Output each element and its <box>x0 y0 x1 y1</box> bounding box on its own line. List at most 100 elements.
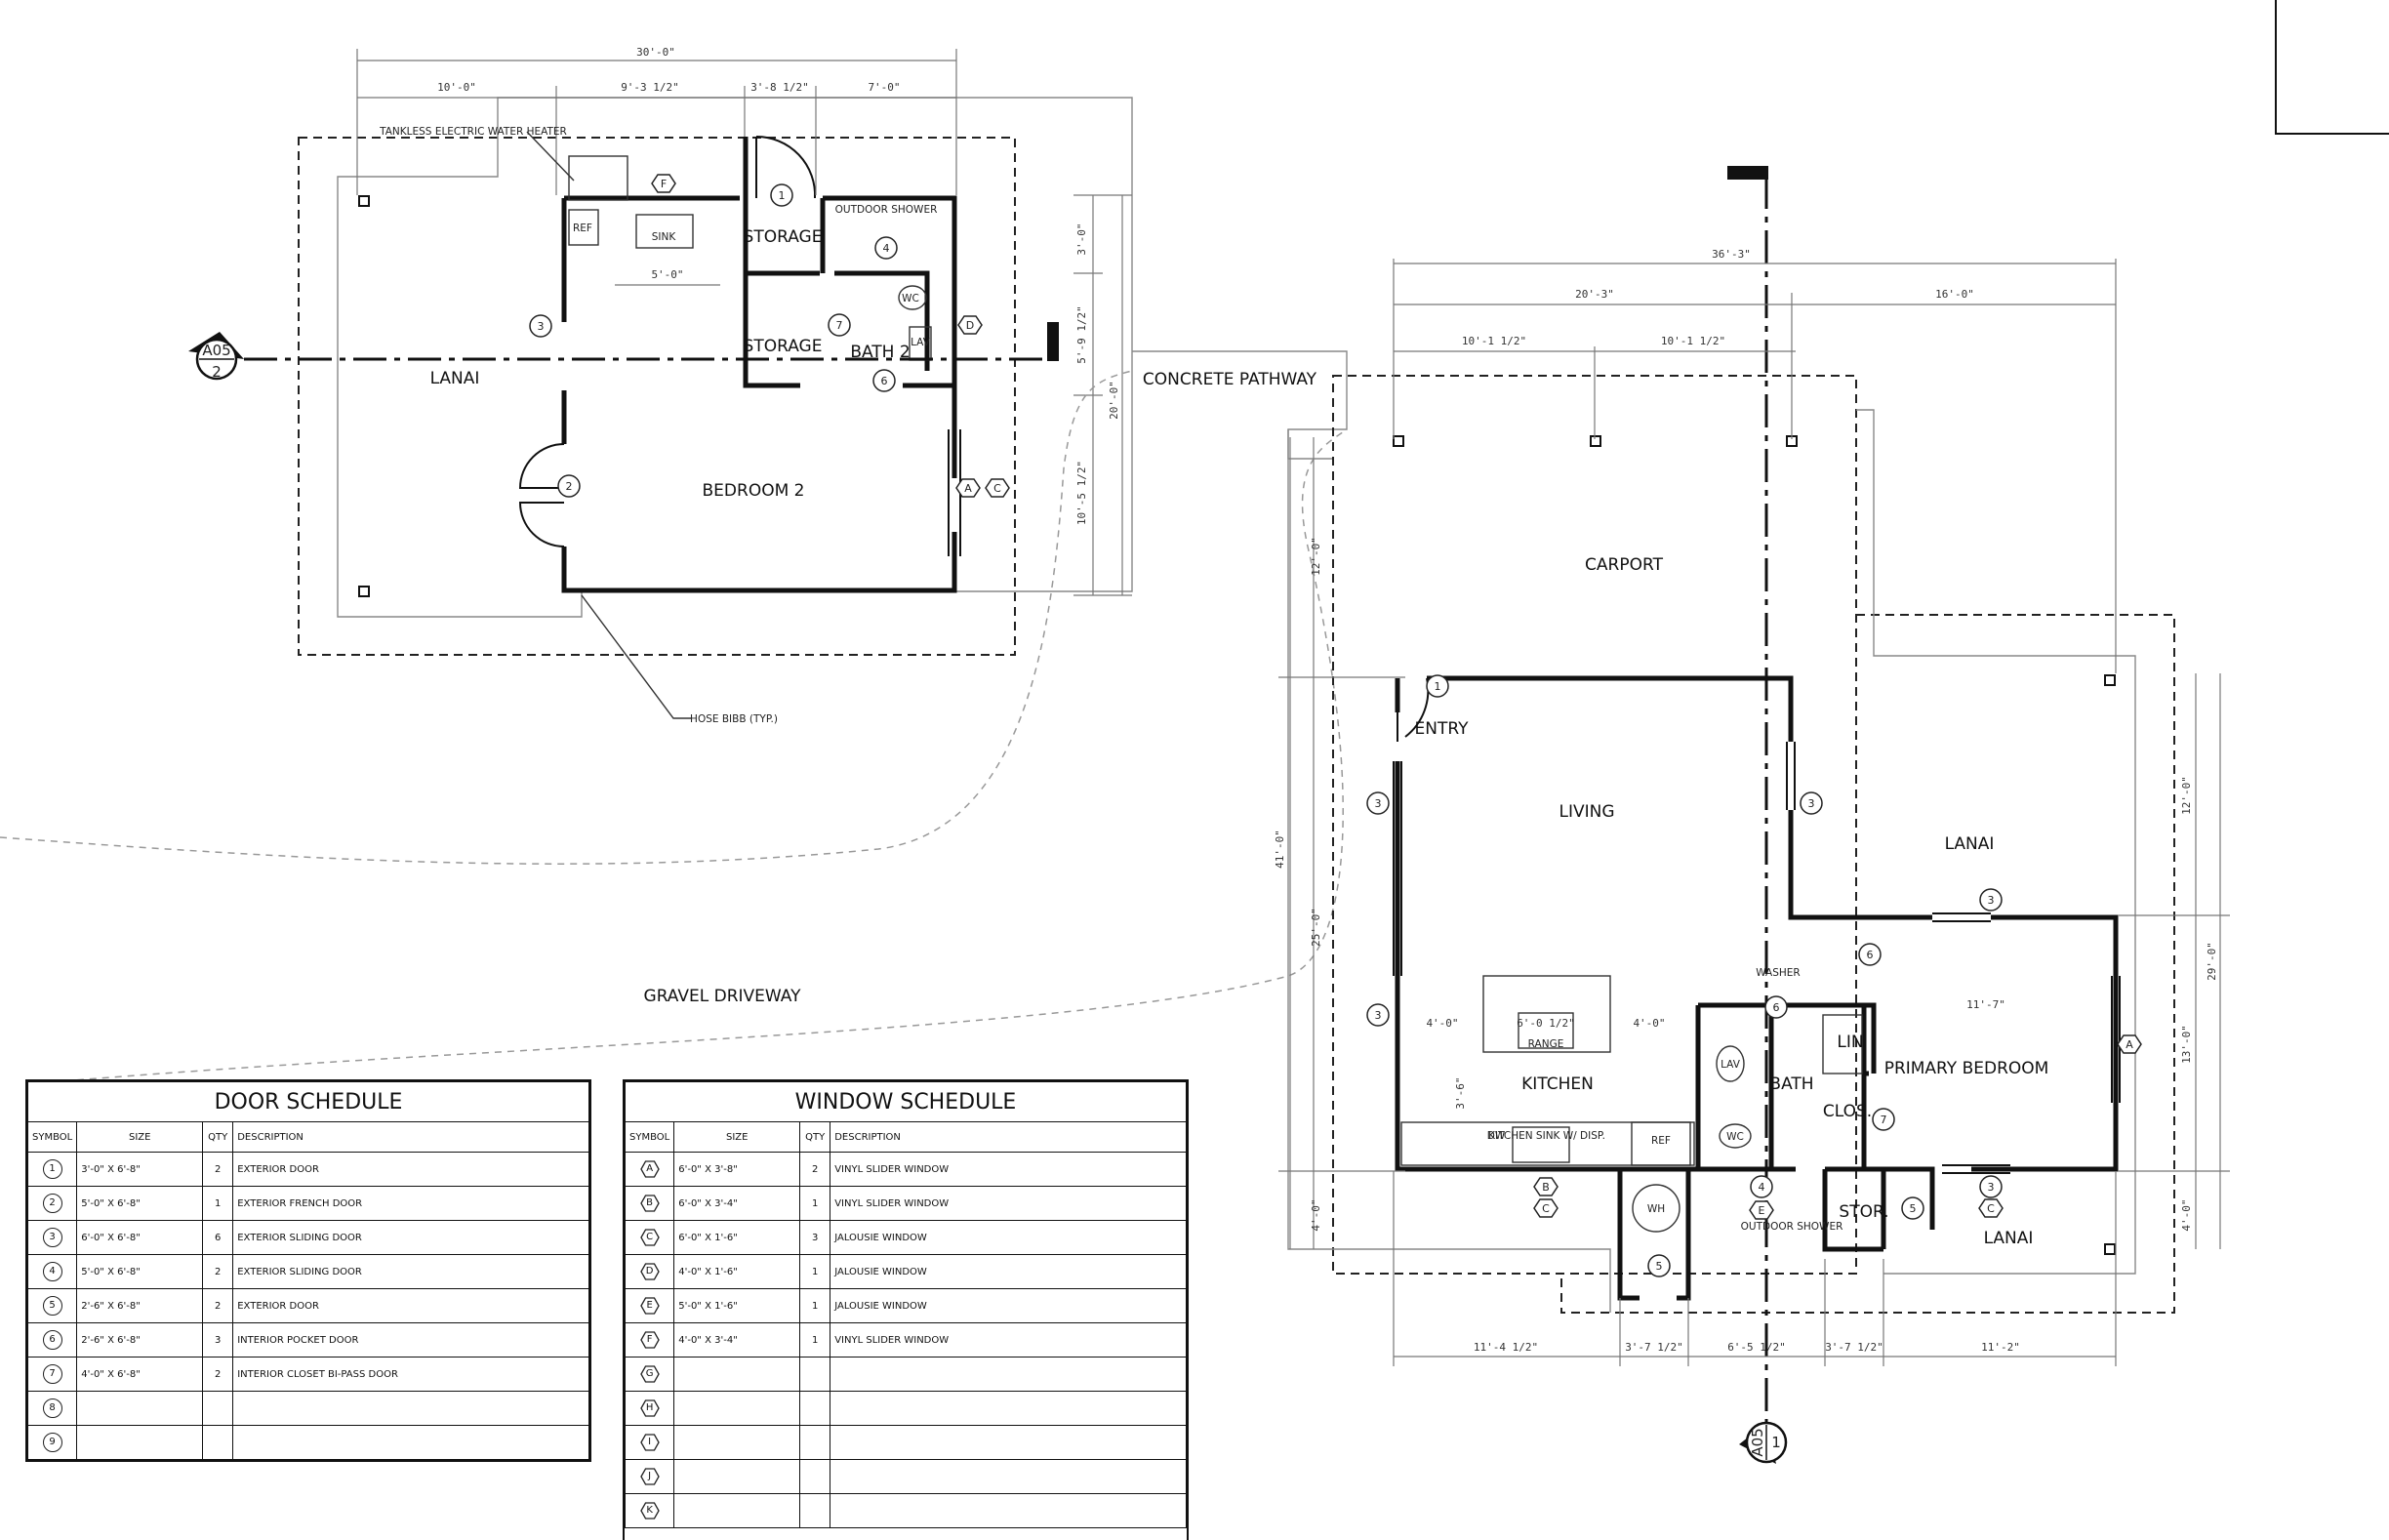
window-tag: A <box>955 478 981 498</box>
cell-symbol: A <box>624 1152 675 1187</box>
cell-description <box>232 1425 589 1460</box>
cell-description <box>830 1459 1187 1494</box>
cell-symbol: 1 <box>26 1152 78 1187</box>
fixture-label-hose-bibb: HOSE BIBB (TYP.) <box>690 713 778 725</box>
window-tag: A <box>2117 1034 2142 1054</box>
dim-text: 6'-0 1/2" <box>1517 1017 1575 1030</box>
cell-qty: 2 <box>202 1152 234 1187</box>
cell-size: 4'-0" X 3'-4" <box>673 1322 801 1358</box>
door-tag: 3 <box>1979 888 2003 912</box>
cell-symbol: F <box>624 1322 675 1358</box>
svg-text:3: 3 <box>1808 797 1815 810</box>
cell-description <box>232 1391 589 1426</box>
svg-text:A05: A05 <box>202 342 230 359</box>
dim-text: 13'-0" <box>2180 1025 2193 1064</box>
dim-text: 4'-0" <box>1633 1017 1665 1030</box>
window-schedule-title: WINDOW SCHEDULE <box>625 1081 1187 1122</box>
door-tag: 4 <box>1750 1175 1773 1198</box>
cell-description: VINYL SLIDER WINDOW <box>830 1152 1187 1187</box>
dim-text: 4'-0" <box>1426 1017 1458 1030</box>
door-symbol: 8 <box>42 1398 62 1418</box>
room-label-outdoor-shower: OUTDOOR SHOWER <box>1741 1221 1843 1233</box>
cell-qty <box>799 1391 831 1426</box>
table-row: 9 <box>26 1425 589 1460</box>
cell-qty: 6 <box>202 1220 234 1255</box>
window-schedule: WINDOW SCHEDULE SYMBOL SIZE QTY DESCRIPT… <box>623 1079 1189 1540</box>
cell-symbol: B <box>624 1186 675 1221</box>
window-symbol: B <box>639 1195 660 1212</box>
room-label-lin: LIN <box>1837 1033 1863 1052</box>
cell-qty: 2 <box>202 1288 234 1323</box>
door-tag: 1 <box>1426 674 1449 698</box>
svg-text:B: B <box>1542 1181 1550 1194</box>
table-row: I <box>624 1425 1187 1460</box>
room-label-stor: STOR. <box>1839 1202 1888 1222</box>
room-label-clos: CLOS. <box>1823 1102 1872 1121</box>
cell-symbol: 5 <box>26 1288 78 1323</box>
dim-text: 5'-0" <box>651 268 683 281</box>
post <box>1393 435 1404 447</box>
cell-qty: 2 <box>202 1357 234 1392</box>
cell-qty <box>202 1425 234 1460</box>
door-tag: 6 <box>872 369 896 392</box>
door-tag: 7 <box>1872 1108 1895 1131</box>
slider-door <box>1942 1164 2010 1174</box>
window <box>2111 976 2121 1103</box>
table-row: K <box>624 1493 1187 1528</box>
door-symbol: 4 <box>42 1262 62 1281</box>
cell-size <box>673 1425 801 1460</box>
cell-symbol: 4 <box>26 1254 78 1289</box>
slider-door <box>1786 742 1796 810</box>
cell-description: VINYL SLIDER WINDOW <box>830 1186 1187 1221</box>
dim-text: 5'-9 1/2" <box>1075 305 1088 364</box>
cell-size: 6'-0" X 6'-8" <box>76 1220 204 1255</box>
room-label-storage: STORAGE <box>744 337 823 356</box>
svg-text:1: 1 <box>1771 1434 1781 1451</box>
svg-text:2: 2 <box>212 363 222 381</box>
cell-description <box>830 1493 1187 1528</box>
window-symbol: F <box>639 1331 660 1349</box>
dim-text: 30'-0" <box>636 46 675 59</box>
cell-size: 2'-6" X 6'-8" <box>76 1288 204 1323</box>
svg-text:5: 5 <box>1656 1260 1663 1273</box>
svg-text:C: C <box>1987 1202 1995 1215</box>
svg-text:6: 6 <box>1773 1001 1780 1014</box>
cell-qty: 1 <box>799 1254 831 1289</box>
post <box>2104 674 2116 686</box>
room-label-carport: CARPORT <box>1585 555 1664 575</box>
lavatory <box>1716 1045 1745 1082</box>
room-label-gravel-driveway: GRAVEL DRIVEWAY <box>644 987 802 1006</box>
cell-qty: 1 <box>202 1186 234 1221</box>
table-row: G <box>624 1357 1187 1392</box>
leader-line <box>526 131 575 182</box>
dim-text: 25'-0" <box>1310 908 1322 947</box>
dim-text: 9'-3 1/2" <box>621 81 679 94</box>
cell-symbol: I <box>624 1425 675 1460</box>
room-label-primary-bedroom: PRIMARY BEDROOM <box>1884 1059 2049 1078</box>
sink <box>635 214 694 249</box>
cell-description: EXTERIOR SLIDING DOOR <box>232 1220 589 1255</box>
main-wall <box>1825 1166 1935 1230</box>
svg-text:7: 7 <box>836 319 843 332</box>
cell-description: JALOUSIE WINDOW <box>830 1288 1187 1323</box>
cabin-dimension-lines <box>356 49 1132 596</box>
room-label-entry: ENTRY <box>1415 719 1470 739</box>
cell-symbol: 8 <box>26 1391 78 1426</box>
fixture-label-dw: DW <box>1487 1130 1506 1142</box>
fixture-label-ref: REF <box>573 223 592 234</box>
cell-size: 5'-0" X 6'-8" <box>76 1254 204 1289</box>
refrigerator <box>568 209 599 246</box>
fixture-label-sink: SINK <box>652 231 677 243</box>
post <box>2104 1243 2116 1255</box>
fixture-label-wc: WC <box>1726 1131 1744 1143</box>
dim-text: 29'-0" <box>2206 942 2218 981</box>
svg-text:1: 1 <box>1435 680 1441 693</box>
door-symbol: 1 <box>42 1159 62 1179</box>
cell-qty: 3 <box>799 1220 831 1255</box>
fixture-label-lav: LAV <box>911 337 931 348</box>
svg-text:4: 4 <box>1759 1181 1765 1194</box>
cell-description: VINYL SLIDER WINDOW <box>830 1322 1187 1358</box>
